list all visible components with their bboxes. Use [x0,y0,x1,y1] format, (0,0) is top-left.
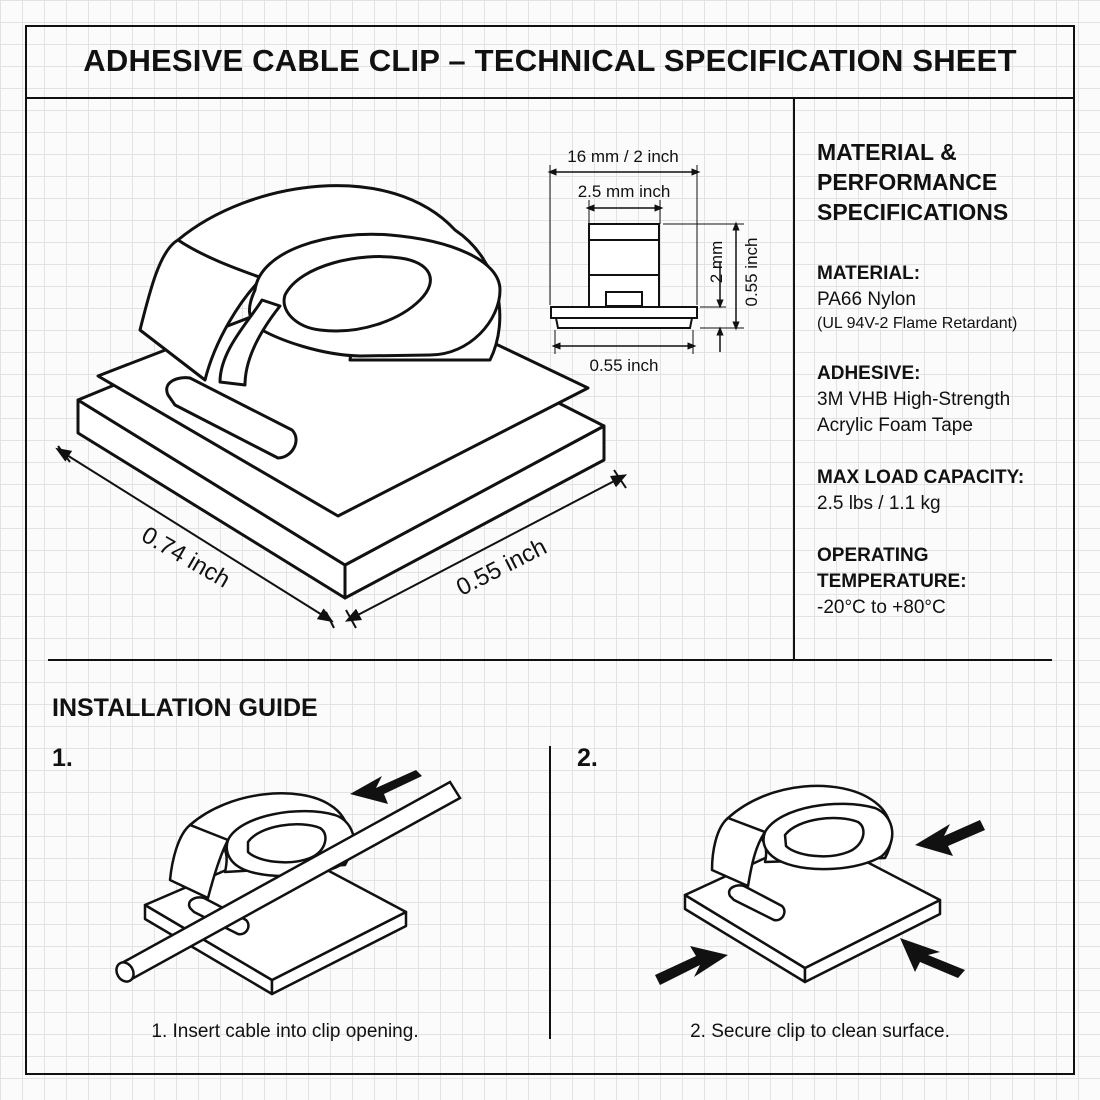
overall-height-label: 0.55 inch [742,238,761,307]
slot-width-label: 2.5 mm inch [578,182,671,201]
spec-sheet-frame [25,25,1075,1075]
load-label: MAX LOAD CAPACITY: [817,467,1025,488]
spec-adhesive: ADHESIVE: 3M VHB High-Strength Acrylic F… [817,361,1067,439]
side-view-tab [605,291,643,307]
step-1-cable [115,780,462,983]
width-extension-left [345,609,357,629]
step-2-press-arrow-top [915,820,985,856]
spec-temperature: OPERATING TEMPERATURE: -20°C to +80°C [817,543,1067,621]
step-2-caption: 2. Secure clip to clean surface. [690,1021,950,1042]
title-bar: ADHESIVE CABLE CLIP – TECHNICAL SPECIFIC… [25,25,1075,99]
installation-heading: INSTALLATION GUIDE [52,694,318,722]
spec-load: MAX LOAD CAPACITY: 2.5 lbs / 1.1 kg [817,465,1067,517]
adhesive-label: ADHESIVE: [817,363,921,384]
width-dimension-label: 0.55 inch [452,533,551,601]
length-dimension-label: 0.74 inch [137,521,235,593]
specifications-panel: MATERIAL & PERFORMANCE SPECIFICATIONS MA… [817,137,1067,647]
load-value: 2.5 lbs / 1.1 kg [817,493,941,514]
temperature-value: -20°C to +80°C [817,597,946,618]
step-divider [549,746,551,1039]
step-1-front-tab [168,823,230,900]
adhesive-value-line1: 3M VHB High-Strength [817,389,1011,410]
length-extension-left [57,445,71,463]
material-note: (UL 94V-2 Flame Retardant) [817,315,1018,332]
step-2-illustration [655,784,985,985]
length-dimension-line [55,447,334,623]
page-title: ADHESIVE CABLE CLIP – TECHNICAL SPECIFIC… [83,43,1017,78]
clip-front-tab [138,238,264,382]
side-view-base [550,306,698,319]
clip-loop-opening [282,255,432,333]
step-2-press-arrow-right [900,938,965,978]
adhesive-value-line2: Acrylic Foam Tape [817,415,973,436]
temperature-label: OPERATING TEMPERATURE: [817,545,967,592]
spec-material: MATERIAL: PA66 Nylon (UL 94V-2 Flame Ret… [817,261,1067,335]
panel-divider-vertical [793,99,795,660]
slot-height-label: 2 mm [707,241,726,284]
clip-side-view-drawing: 16 mm / 2 inch 2.5 mm inch 2 mm 0.55 inc… [547,147,761,375]
overall-width-label: 16 mm / 2 inch [567,147,679,166]
step-2-hinge [727,884,786,922]
step-2-number: 2. [577,744,598,772]
step-1-number: 1. [52,744,73,772]
material-label: MATERIAL: [817,263,921,284]
material-value: PA66 Nylon [817,289,916,310]
step-1-caption: 1. Insert cable into clip opening. [151,1021,419,1042]
clip-isometric-drawing: 0.74 inch 0.55 inch [55,184,628,629]
step-1-insert-arrow [350,770,422,804]
clip-post [218,298,282,387]
base-width-label: 0.55 inch [590,356,659,375]
width-dimension-line [344,474,628,622]
specifications-heading: MATERIAL & PERFORMANCE SPECIFICATIONS [817,139,1009,225]
step-2-press-arrow-left [655,946,728,985]
width-extension-right [613,469,627,489]
step-2-front-tab [710,816,767,888]
length-extension-right [325,611,335,629]
step-1-illustration [115,770,462,996]
section-divider [48,659,1052,661]
